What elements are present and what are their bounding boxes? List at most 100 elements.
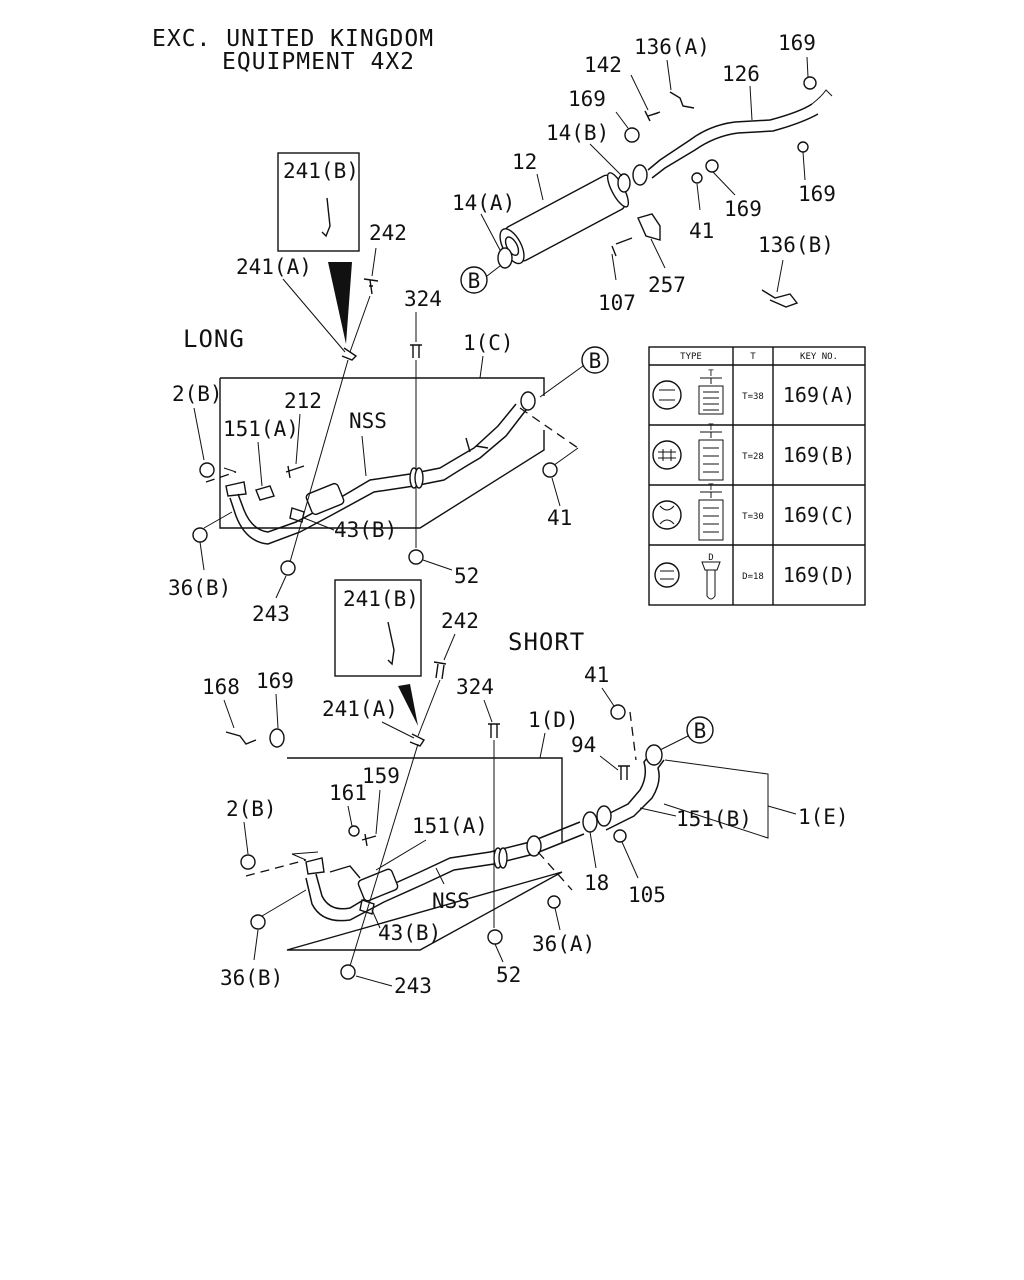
section-long-title: LONG [183,325,245,353]
bolt-94 [618,765,630,780]
rubber-mount-table: TYPE T KEY NO. T T=38 169(A) T T=28 169(… [648,346,866,606]
tail-pipe-126 [647,103,813,171]
nut-41-long [542,462,558,478]
bolt-242-short [433,661,447,680]
label-142: 142 [584,53,622,77]
flange-short [305,857,325,875]
nut-243-short [340,964,356,980]
label-52: 52 [496,963,521,987]
table-header-t: T [750,352,756,362]
nut-36a [547,895,561,909]
label-324: 324 [456,675,494,699]
rubber-169-short [269,728,285,748]
rubber-169-d [705,159,719,173]
reference-mark-b-top: B [460,265,501,294]
table-cell-key: 169(B) [783,443,855,467]
label-257: 257 [648,273,686,297]
label-36a: 36(A) [532,932,595,956]
label-242: 242 [441,609,479,633]
nut-52-long [408,549,424,565]
bracket-136b [761,289,799,308]
label-241a: 241(A) [236,255,312,279]
table-header-key: KEY NO. [800,352,838,362]
table-row: T T=38 169(A) [652,369,855,415]
hanger-241a-long [341,347,358,361]
gasket-14a [497,247,513,269]
table-row: D D=18 169(D) [654,553,855,600]
label-242: 242 [369,221,407,245]
exhaust-pipe-long [229,391,536,545]
bolt-107 [611,237,633,257]
label-2b: 2(B) [226,797,277,821]
bolt-159 [361,833,377,847]
label-241b: 241(B) [283,159,359,183]
nut-36b-long [192,527,208,543]
muffler-assembly [497,76,833,308]
exhaust-pipe-short [305,821,585,922]
table-cell-t: D=18 [742,572,764,582]
header-line-2: EQUIPMENT 4X2 [222,49,415,75]
nut-2b-short [240,854,256,870]
bracket-168 [225,731,257,745]
gasket-151a-long [255,485,275,501]
rubber-169-a [624,127,640,143]
label-169: 169 [778,31,816,55]
bracket-136a [669,91,695,109]
section-short-title: SHORT [508,628,585,656]
label-161: 161 [329,781,367,805]
label-1e: 1(E) [798,805,849,829]
label-41: 41 [689,219,714,243]
top-leaders [480,56,809,293]
nut-105 [613,829,627,843]
label-43b: 43(B) [378,921,441,945]
reference-mark-b-short: B [659,716,714,751]
label-151a: 151(A) [223,417,299,441]
label-324: 324 [404,287,442,311]
label-243: 243 [252,602,290,626]
label-243: 243 [394,974,432,998]
rubber-169-b [803,76,817,90]
assembly-bracket-1d [286,757,563,951]
table-header-type: TYPE [680,352,702,362]
nut-52-short [487,929,503,945]
label-126: 126 [722,62,760,86]
nut-41-short [610,704,626,720]
flange-long [225,481,247,497]
gasket-14b [617,173,631,193]
bracket-43b-short [359,899,375,915]
svg-text:T: T [708,369,714,379]
label-212: 212 [284,389,322,413]
detail-pointer-long [328,262,352,344]
nut-2b-long [199,462,215,478]
table-cell-key: 169(D) [783,563,855,587]
label-41: 41 [584,663,609,687]
detail-box-241b-short [334,579,422,677]
label-107: 107 [598,291,636,315]
label-14b: 14(B) [546,121,609,145]
bracket-257 [637,213,661,241]
label-36b: 36(B) [168,576,231,600]
label-94: 94 [571,733,596,757]
detail-box-241b-long [277,152,360,252]
label-169: 169 [256,669,294,693]
label-41: 41 [547,506,572,530]
table-cell-key: 169(A) [783,383,855,407]
header-line-1: EXC. UNITED KINGDOM [152,26,434,52]
svg-text:B: B [694,719,707,743]
table-cell-t: T=38 [742,392,764,402]
reference-mark-b-long: B [539,346,609,398]
label-36b: 36(B) [220,966,283,990]
washer-161 [348,825,360,837]
muffler-body [499,172,630,265]
label-nss: NSS [349,409,387,433]
label-52: 52 [454,564,479,588]
svg-text:B: B [468,269,481,293]
label-1c: 1(C) [463,331,514,355]
label-151a: 151(A) [412,814,488,838]
table-cell-key: 169(C) [783,503,855,527]
hanger-241a-short [409,733,426,747]
label-2b: 2(B) [172,382,223,406]
label-241a: 241(A) [322,697,398,721]
label-168: 168 [202,675,240,699]
